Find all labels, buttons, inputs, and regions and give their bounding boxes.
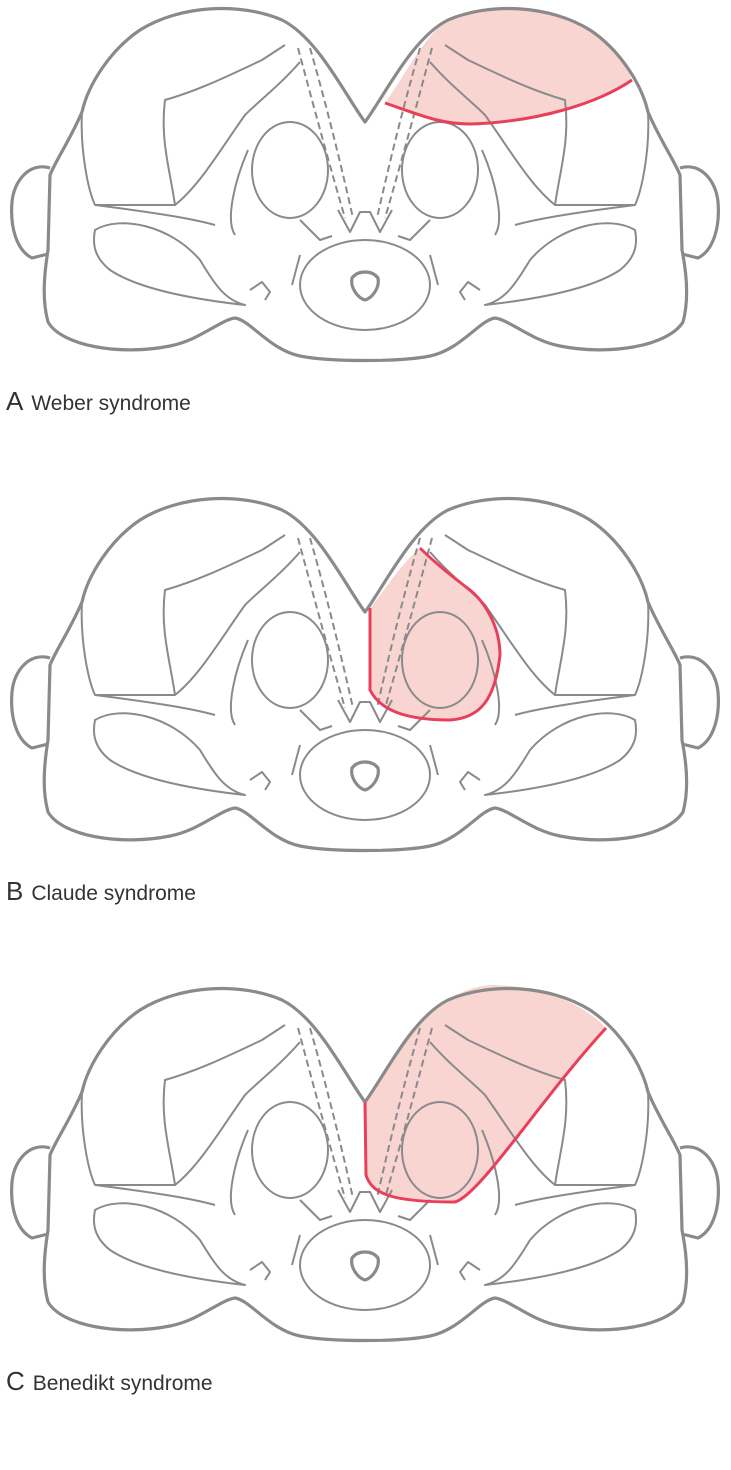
caption-letter: C	[6, 1366, 25, 1396]
caption: B Claude syndrome	[6, 876, 196, 907]
lesion-fill	[385, 8, 632, 125]
lesion-border	[384, 78, 633, 126]
caption: C Benedikt syndrome	[6, 1366, 213, 1397]
panel-claude: B Claude syndrome	[0, 490, 731, 980]
caption-title: Benedikt syndrome	[32, 1372, 213, 1395]
caption-title: Weber syndrome	[31, 392, 191, 415]
panel-benedikt: C Benedikt syndrome	[0, 980, 731, 1470]
caption-letter: A	[6, 386, 24, 416]
lesion-border	[363, 1026, 608, 1204]
lesion-fill	[365, 985, 606, 1202]
panel-weber: A Weber syndrome	[0, 0, 731, 490]
midbrain-diagram	[10, 6, 720, 363]
caption-title: Claude syndrome	[31, 882, 196, 905]
lesion-fill	[370, 548, 500, 720]
caption: A Weber syndrome	[6, 386, 191, 417]
midbrain-diagram	[10, 496, 720, 853]
caption-letter: B	[6, 876, 24, 906]
midbrain-outline	[10, 496, 720, 853]
lesion-border	[368, 546, 502, 722]
midbrain-diagram	[10, 985, 720, 1343]
